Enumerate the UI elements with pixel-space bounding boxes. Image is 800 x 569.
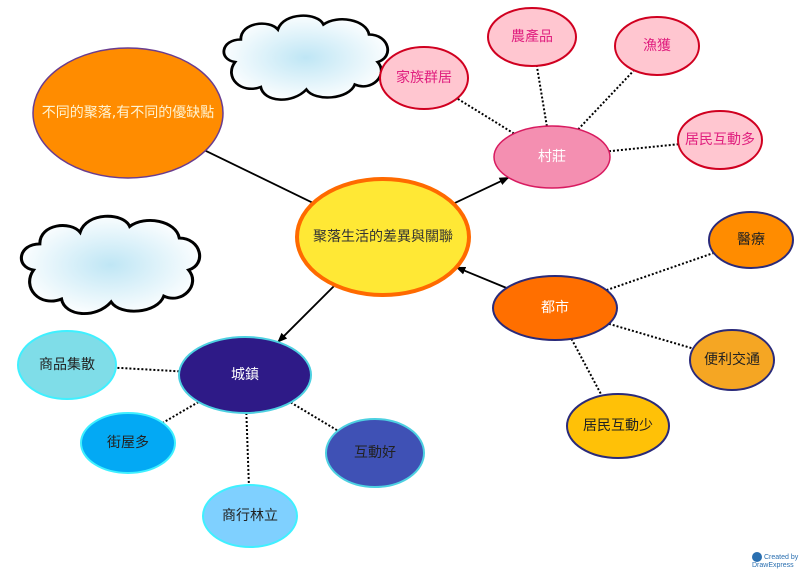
- node-ellipse: [80, 412, 176, 474]
- node-t4[interactable]: 互動好: [325, 418, 425, 488]
- node-ellipse: [492, 275, 618, 341]
- node-ellipse: [325, 418, 425, 488]
- node-label: 農產品: [511, 28, 553, 45]
- dotted-connector-city-c1: [606, 251, 715, 292]
- dotted-connector-city-c3: [570, 338, 603, 397]
- dotted-connector-town-t4: [290, 401, 339, 432]
- node-label: 街屋多: [107, 434, 149, 451]
- node-village[interactable]: 村莊: [493, 125, 611, 189]
- node-note[interactable]: 不同的聚落,有不同的優缺點: [32, 47, 224, 179]
- cloud-shape: [222, 14, 390, 101]
- node-ellipse: [677, 110, 763, 170]
- node-label: 居民互動少: [583, 418, 653, 434]
- node-label: 漁獲: [643, 38, 671, 54]
- node-ellipse: [708, 211, 794, 269]
- node-t3[interactable]: 商行林立: [202, 484, 298, 548]
- node-label: 商品集散: [39, 356, 95, 373]
- node-label: 便利交通: [704, 351, 760, 368]
- node-v3[interactable]: 漁獲: [614, 16, 700, 76]
- node-town[interactable]: 城鎮: [178, 336, 312, 414]
- node-v4[interactable]: 居民互動多: [677, 110, 763, 170]
- node-ellipse: [32, 47, 224, 179]
- arrow-connector-center-town: [277, 284, 336, 343]
- node-label: 醫療: [737, 231, 765, 248]
- node-c3[interactable]: 居民互動少: [566, 393, 670, 459]
- node-label: 村莊: [538, 149, 566, 165]
- node-t2[interactable]: 街屋多: [80, 412, 176, 474]
- dotted-connector-town-t2: [162, 401, 200, 424]
- node-label: 都市: [541, 299, 569, 316]
- node-c1[interactable]: 醫療: [708, 211, 794, 269]
- node-ellipse: [689, 329, 775, 391]
- node-v1[interactable]: 家族群居: [379, 46, 469, 110]
- node-ellipse: [17, 330, 117, 400]
- node-c2[interactable]: 便利交通: [689, 329, 775, 391]
- node-label: 居民互動多: [685, 131, 755, 148]
- node-label: 不同的聚落,有不同的優缺點: [42, 105, 214, 121]
- drawexpress-logo: Created by DrawExpress: [752, 552, 799, 569]
- node-ellipse: [202, 484, 298, 548]
- arrow-connector-note-center: [205, 149, 314, 204]
- node-label: 互動好: [354, 445, 396, 461]
- node-ellipse: [295, 177, 471, 297]
- node-ellipse: [493, 125, 611, 189]
- node-ellipse: [614, 16, 700, 76]
- node-city[interactable]: 都市: [492, 275, 618, 341]
- dotted-connector-village-v4: [608, 143, 679, 153]
- node-ellipse: [379, 46, 469, 110]
- dotted-connector-village-v1: [456, 97, 515, 135]
- node-label: 聚落生活的差異與關聯: [313, 229, 453, 245]
- node-label: 家族群居: [396, 69, 452, 86]
- dotted-connector-village-v2: [535, 65, 548, 127]
- cloud-shape: [20, 214, 202, 316]
- node-ellipse: [178, 336, 312, 414]
- node-v2[interactable]: 農產品: [487, 7, 577, 67]
- node-ellipse: [487, 7, 577, 67]
- dotted-connector-town-t1: [115, 366, 180, 373]
- dotted-connector-city-c2: [608, 322, 694, 350]
- node-t1[interactable]: 商品集散: [17, 330, 117, 400]
- node-label: 商行林立: [222, 508, 278, 524]
- arrow-connector-center-village: [453, 176, 510, 205]
- node-center[interactable]: 聚落生活的差異與關聯: [295, 177, 471, 297]
- dotted-connector-village-v3: [577, 69, 635, 131]
- node-label: 城鎮: [231, 367, 259, 383]
- arrow-connector-city-center: [455, 266, 507, 289]
- dotted-connector-town-t3: [245, 412, 250, 486]
- node-ellipse: [566, 393, 670, 459]
